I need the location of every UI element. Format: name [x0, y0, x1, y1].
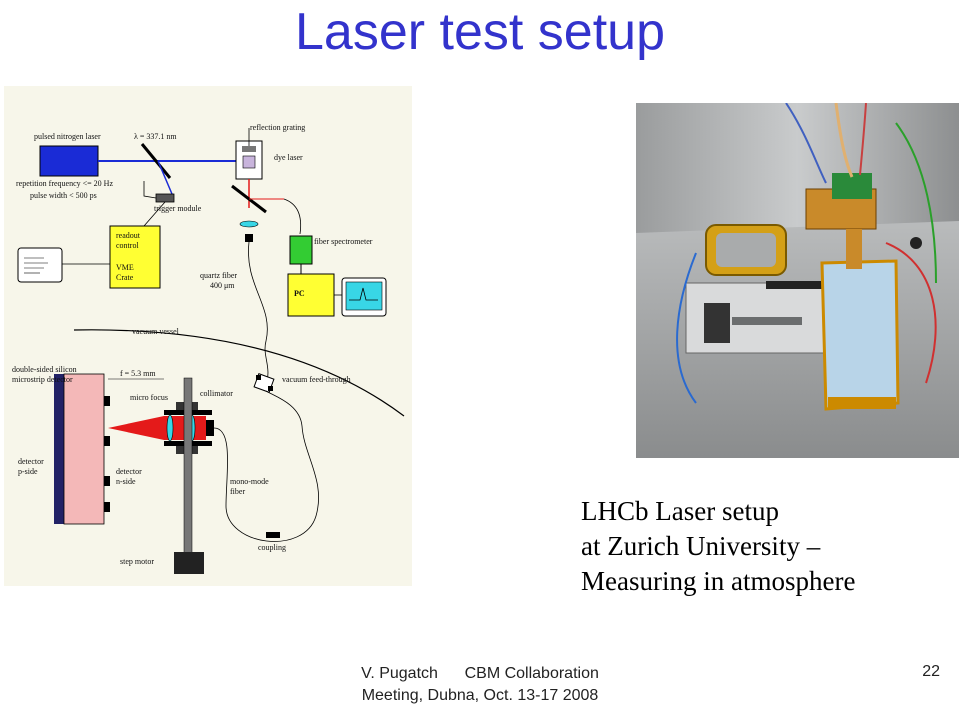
beam-splitter-mirror [140, 143, 172, 179]
clamp-lever [766, 281, 826, 289]
label-control: control [116, 241, 139, 250]
focused-beam [108, 416, 164, 440]
stepper-motor [704, 303, 730, 343]
slide-title: Laser test setup [295, 3, 665, 61]
handle-opening [716, 233, 776, 267]
n-side-strip [104, 396, 110, 406]
cable [895, 122, 937, 284]
label-repetition-frequency: repetition frequency <= 20 Hz [16, 179, 113, 188]
cable [785, 103, 827, 184]
feed-through-bolt [256, 375, 261, 380]
nitrogen-laser-box [39, 145, 99, 177]
reflection-grating [242, 146, 256, 152]
flex-cable [846, 229, 862, 269]
lab-setup-photo-drawing [636, 103, 959, 458]
label-vme: VME [116, 263, 134, 272]
label-vacuum-feed-through: vacuum feed-through [282, 375, 351, 384]
label-pc: PC [294, 289, 305, 298]
page-number: 22 [922, 663, 940, 680]
footer-line: Meeting, Dubna, Oct. 13-17 2008 [361, 687, 599, 704]
label-trigger-module: trigger module [154, 204, 202, 213]
fiber-spectrometer-box [289, 235, 313, 265]
pc-box [287, 273, 335, 317]
detector-tray [820, 259, 900, 411]
coupling-lens [239, 220, 259, 228]
n-side-strip [104, 476, 110, 486]
label-step-motor: step motor [120, 557, 154, 566]
terminal-monitor [17, 247, 63, 283]
n-side-strip [104, 502, 110, 512]
cable [885, 242, 937, 384]
label-pulse-width: pulse width < 500 ps [30, 191, 97, 200]
vme-crate-box [109, 225, 161, 289]
n-side-strip [104, 436, 110, 446]
fiber-coupling [266, 532, 280, 538]
connector [910, 237, 922, 249]
label-fiber-diameter: 400 μm [210, 281, 235, 290]
caption-line: at Zurich University – [581, 531, 821, 561]
label-reflection-grating: reflection grating [250, 123, 305, 132]
cable [676, 252, 697, 404]
label-pulsed-nitrogen-laser: pulsed nitrogen laser [34, 132, 101, 141]
quartz-fiber [248, 241, 269, 387]
silicon-detector [63, 373, 105, 525]
cable [859, 103, 867, 176]
label-n-side: n-side [116, 477, 136, 486]
mono-mode-fiber [213, 390, 319, 542]
label-coupling: coupling [258, 543, 286, 552]
caption-line: Measuring in atmosphere [581, 566, 856, 596]
spectrometer-fiber [283, 198, 302, 235]
label-mono-mode: mono-mode [230, 477, 269, 486]
schematic-drawing: pulsed nitrogen laser λ = 337.1 nm repet… [12, 123, 405, 574]
label-readout: readout [116, 231, 141, 240]
footer-author: V. Pugatch CBM Collaboration Meeting, Du… [300, 663, 660, 707]
kapton-connector [828, 397, 896, 409]
photo-caption: LHCb Laser setup at Zurich University – … [581, 494, 951, 599]
label-dye-laser: dye laser [274, 153, 303, 162]
label-focal-length: f = 5.3 mm [120, 369, 156, 378]
feed-through-bolt [268, 386, 273, 391]
lab-setup-photo [636, 103, 959, 458]
green-pcb [832, 173, 872, 199]
label-wavelength: λ = 337.1 nm [134, 132, 177, 141]
label-p-side: p-side [18, 467, 38, 476]
label-microstrip-detector: microstrip detector [12, 375, 73, 384]
caption-line: LHCb Laser setup [581, 496, 779, 526]
lead-screw [183, 377, 193, 555]
label-double-sided-silicon: double-sided silicon [12, 365, 77, 374]
label-micro-focus: micro focus [130, 393, 168, 402]
dye-cell [242, 155, 256, 169]
pc-monitor-screen [345, 281, 383, 311]
vacuum-vessel-wall [73, 329, 405, 417]
label-quartz-fiber: quartz fiber [200, 271, 237, 280]
trigger-module-block [155, 193, 175, 203]
fiber-coupler [245, 234, 253, 242]
focus-lens [166, 414, 174, 442]
label-vacuum-vessel: vacuum vessel [132, 327, 180, 336]
label-detector-p: detector [18, 457, 44, 466]
detector-backplane [54, 374, 64, 524]
label-crate: Crate [116, 273, 134, 282]
label-fiber: fiber [230, 487, 245, 496]
footer-line: V. Pugatch CBM Collaboration [361, 665, 599, 682]
label-detector-n: detector [116, 467, 142, 476]
trigger-cable [143, 201, 166, 227]
cable [834, 103, 854, 178]
fiber-connector [206, 420, 214, 436]
trigger-signal-pulse [143, 181, 157, 199]
label-fiber-spectrometer: fiber spectrometer [314, 237, 373, 246]
label-collimator: collimator [200, 389, 233, 398]
rail [732, 317, 802, 325]
laser-setup-schematic: pulsed nitrogen laser λ = 337.1 nm repet… [4, 86, 412, 586]
split-beam [157, 160, 173, 195]
spectrum-peak [349, 287, 378, 301]
step-motor-block [174, 552, 204, 574]
